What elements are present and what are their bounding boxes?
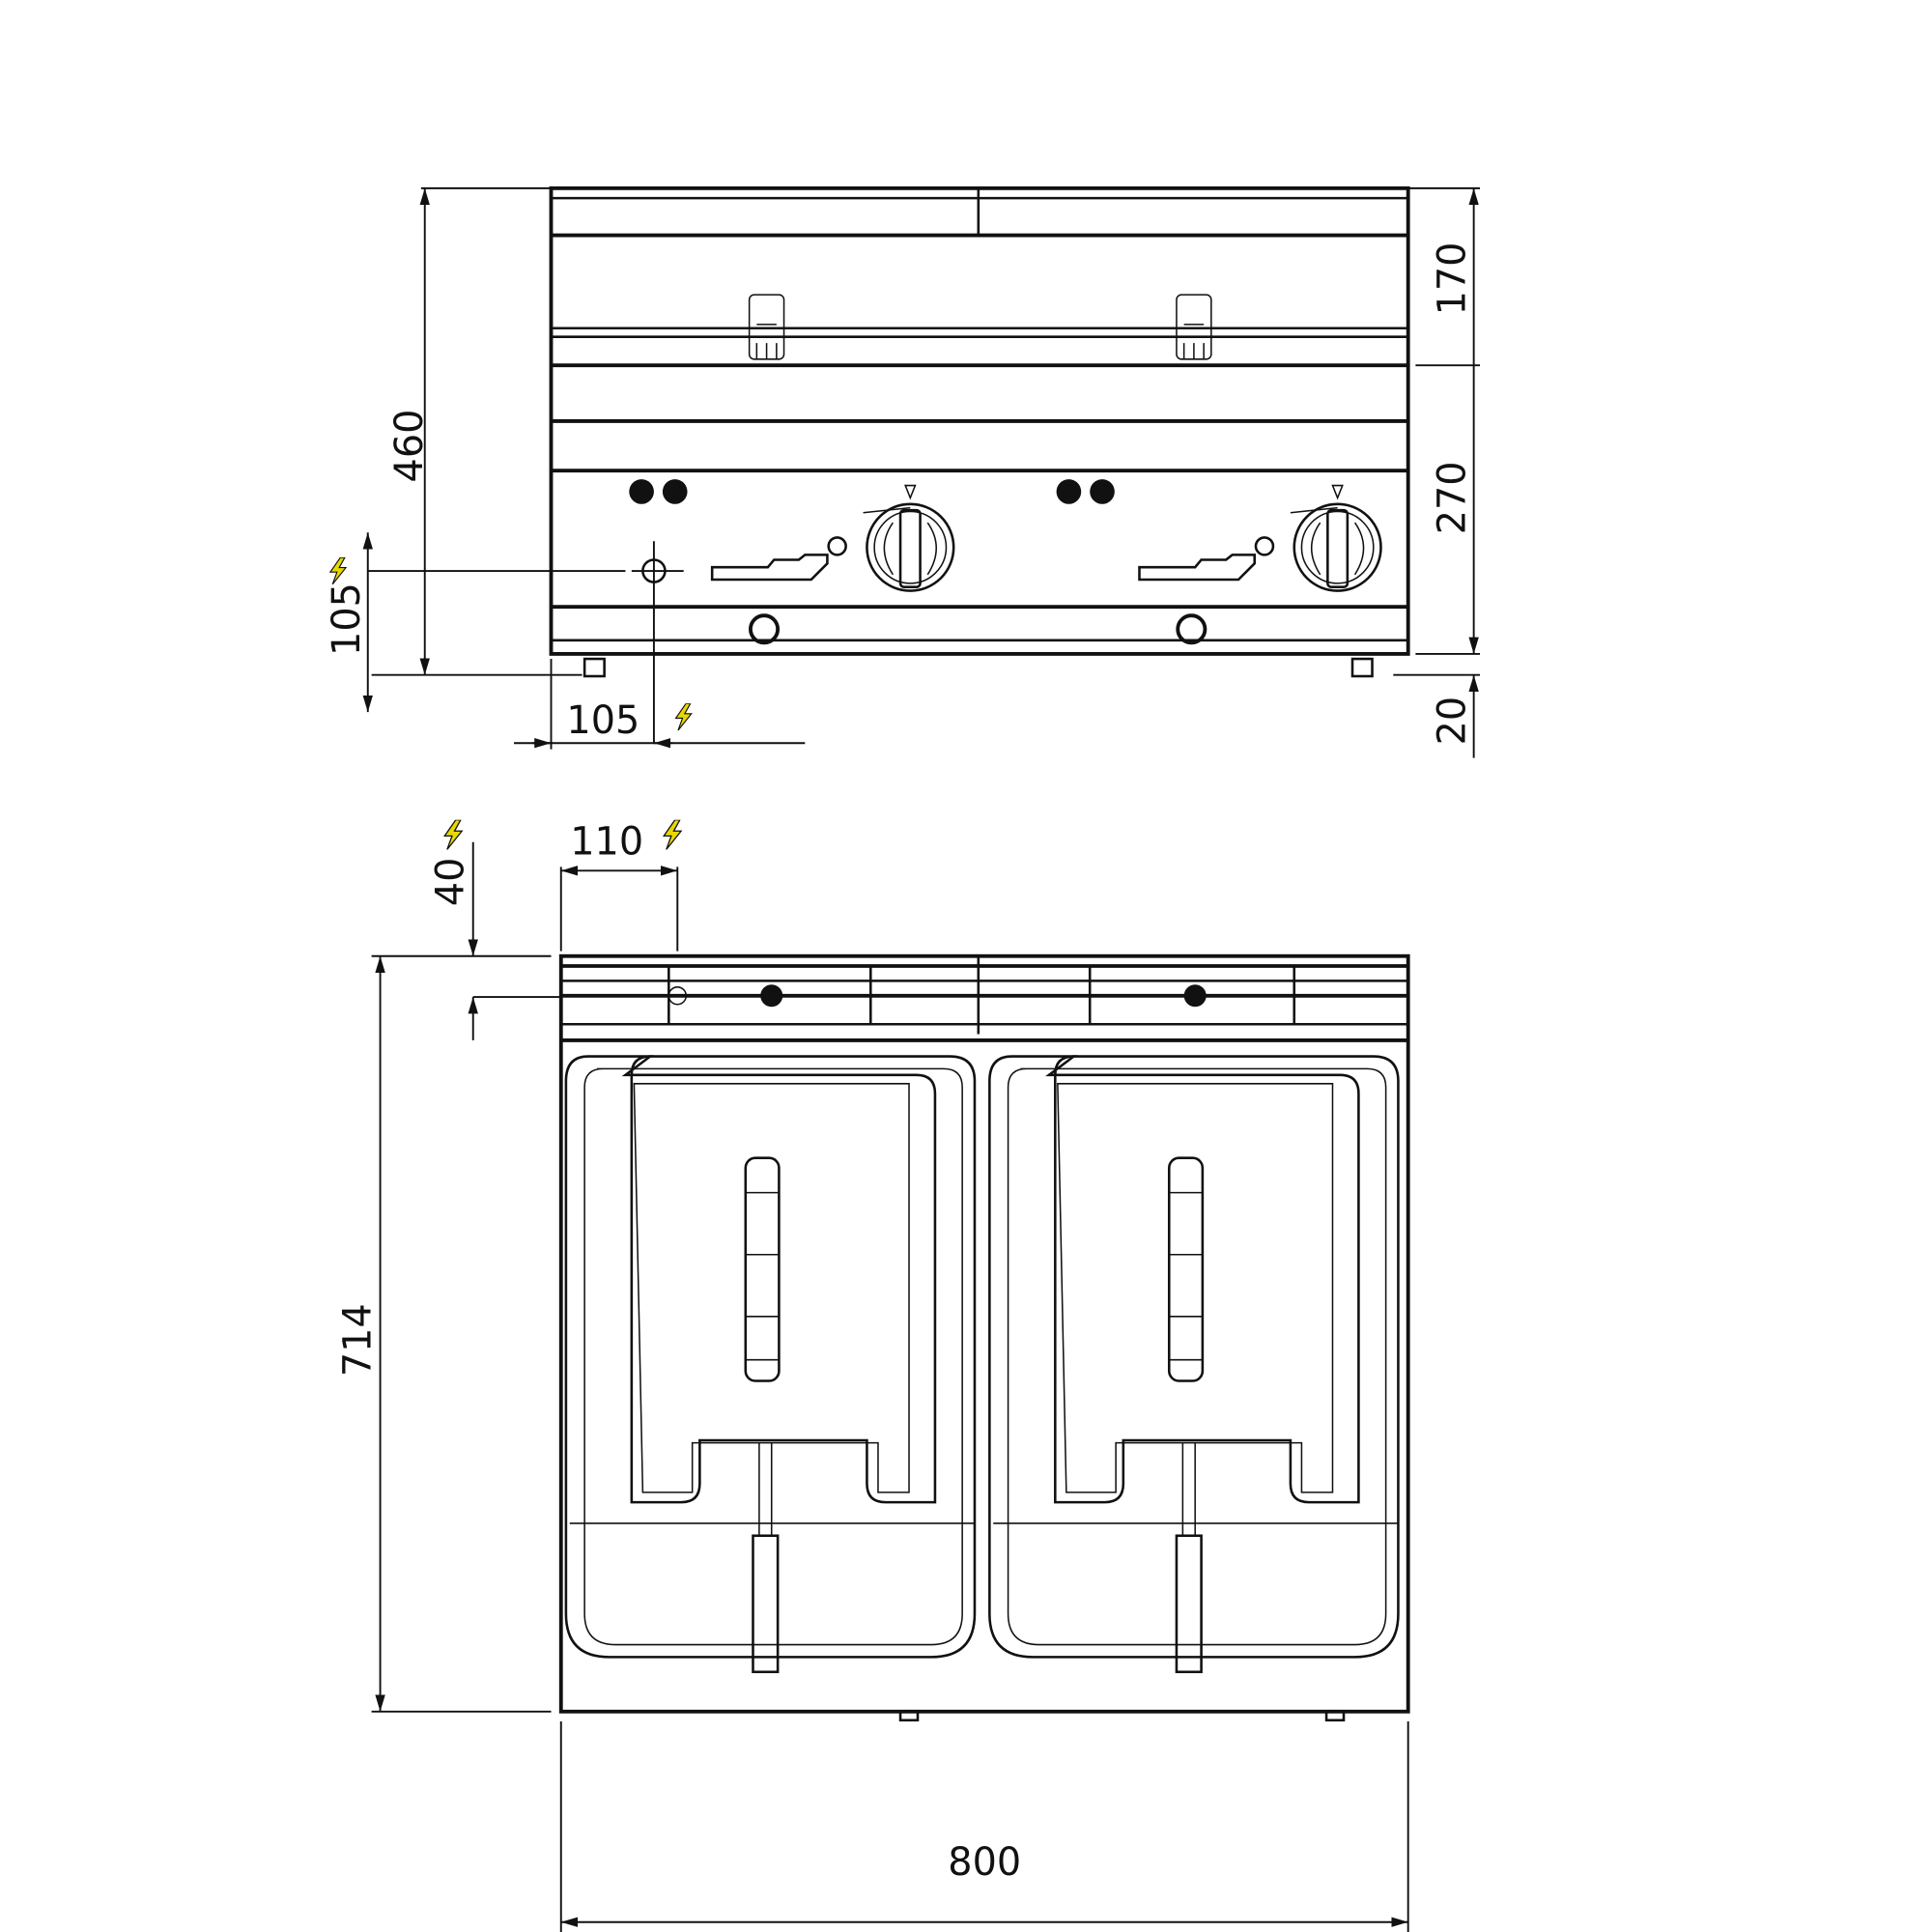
dim-power-inlet-offset-top: 110 (570, 820, 643, 865)
dim-power-inlet-offset: 105 (566, 698, 639, 743)
dim-total-height: 460 (387, 410, 432, 483)
fryer-well-right (988, 1055, 1400, 1674)
top-view: 714 800 110 40 (335, 819, 1410, 1932)
vent-left (760, 984, 783, 1008)
lightning-bolt-icon (675, 703, 693, 731)
dim-top-section: 170 (1431, 242, 1475, 316)
fryer-well-left (564, 1055, 977, 1674)
vent-right (1183, 984, 1207, 1008)
front-view: 460 170 270 20 105 105 (325, 185, 1481, 758)
dim-middle-section: 270 (1431, 461, 1475, 534)
lightning-bolt-icon (663, 819, 682, 850)
lightning-bolt-icon (443, 819, 463, 850)
dim-width: 800 (948, 1840, 1021, 1885)
dim-power-inlet-height: 105 (325, 582, 369, 656)
foot-right (1350, 657, 1374, 678)
foot-left (582, 657, 606, 678)
dim-depth: 714 (335, 1303, 380, 1377)
dim-power-inlet-depth: 40 (428, 858, 472, 907)
top-body-outline (558, 953, 1410, 1714)
dim-feet-height: 20 (1431, 696, 1475, 746)
lightning-bolt-icon (329, 556, 347, 585)
